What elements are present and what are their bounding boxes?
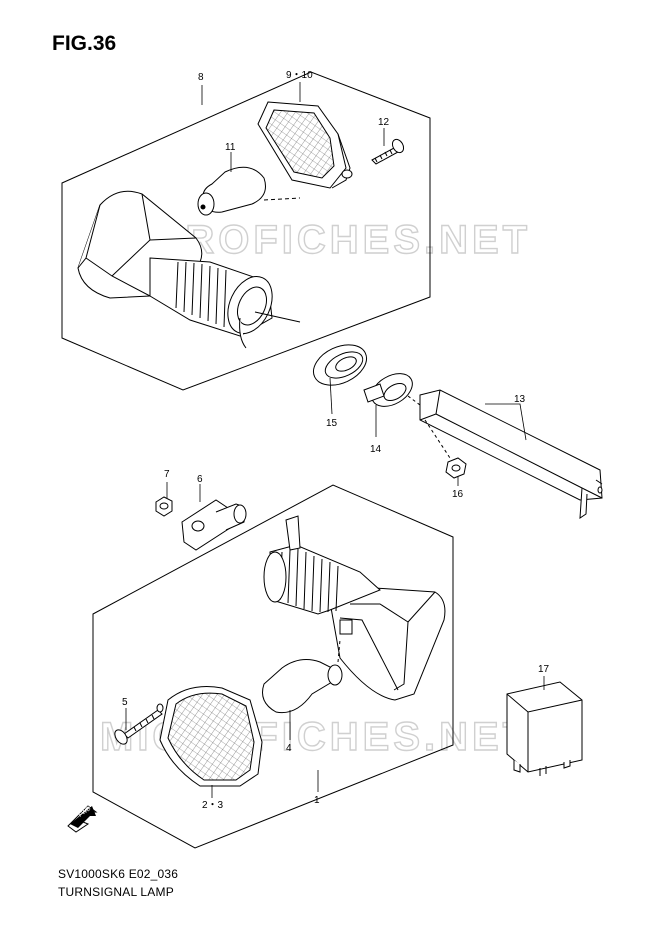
callout-6: 6 (197, 474, 203, 485)
front-turnsignal-assembly (92, 484, 454, 849)
callout-16: 16 (452, 489, 464, 500)
screw-bottom (114, 703, 164, 745)
callout-13: 13 (514, 394, 526, 405)
callout-7: 7 (164, 469, 170, 480)
fwd-arrow-icon: FWD (67, 805, 98, 833)
assembly-frame-bottom (92, 484, 454, 849)
lens-top (257, 101, 353, 189)
callout-4: 4 (286, 743, 292, 754)
rear-turnsignal-assembly (61, 71, 431, 391)
figure-caption: TURNSIGNAL LAMP (58, 885, 174, 899)
turnsignal-relay-17 (506, 681, 583, 776)
callout-5: 5 (122, 697, 128, 708)
cushion-6 (181, 499, 247, 551)
rubber-boot-top (149, 257, 301, 349)
model-code: SV1000SK6 E02_036 (58, 867, 179, 881)
callout-11: 11 (225, 142, 236, 153)
bulb-bottom (262, 639, 343, 714)
callout-14: 14 (370, 444, 382, 455)
bracket-13 (407, 389, 603, 519)
callout-17: 17 (538, 664, 550, 675)
callout-1: 1 (314, 795, 320, 806)
nut-16 (445, 457, 467, 479)
lens-bottom (159, 686, 263, 787)
screw-top (371, 138, 405, 165)
grommet-15 (313, 344, 367, 386)
callouts: 8 9・10 11 12 13 14 15 16 7 6 5 4 2・3 1 1… (122, 70, 550, 811)
callout-9-10: 9・10 (286, 70, 313, 81)
spacer-14 (363, 373, 413, 407)
bulb-top (197, 166, 301, 216)
leader-lines (125, 82, 545, 798)
callout-12: 12 (378, 117, 390, 128)
callout-8: 8 (198, 72, 204, 83)
figure-title: FIG.36 (52, 32, 117, 55)
nut-7 (155, 496, 173, 517)
callout-2-3: 2・3 (202, 800, 224, 811)
mounting-hardware (155, 344, 603, 551)
rubber-boot-bottom (263, 515, 381, 615)
assembly-frame-top (61, 71, 431, 391)
housing-bottom (329, 587, 446, 701)
callout-15: 15 (326, 418, 338, 429)
